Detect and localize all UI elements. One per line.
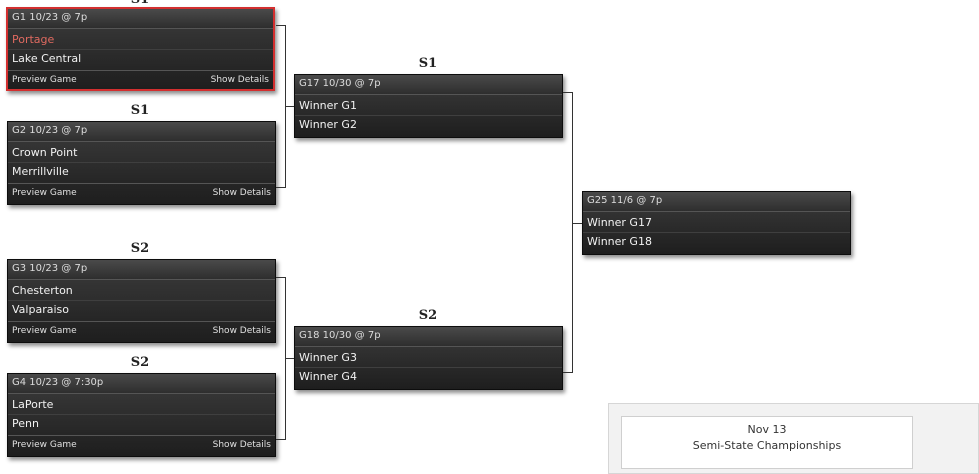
connector-line — [285, 358, 294, 359]
championship-panel: Nov 13 Semi-State Championships — [608, 403, 979, 474]
connector-line — [572, 92, 573, 373]
section-label-g17: S1 — [418, 56, 438, 71]
game-header-g25: G25 11/6 @ 7p — [583, 192, 850, 212]
section-label-g18: S2 — [418, 308, 438, 323]
game-box-g2[interactable]: G2 10/23 @ 7p Crown Point Merrillville P… — [7, 121, 276, 205]
team-winner-g17[interactable]: Winner G17 — [587, 216, 652, 229]
team-winner-g3[interactable]: Winner G3 — [299, 351, 357, 364]
preview-game-link-g4[interactable]: Preview Game — [12, 440, 77, 450]
section-label-g4: S2 — [130, 355, 150, 370]
game-header-g1: G1 10/23 @ 7p — [8, 9, 273, 29]
show-details-link-g1[interactable]: Show Details — [210, 75, 269, 85]
team-penn[interactable]: Penn — [8, 414, 275, 433]
team-lake-central[interactable]: Lake Central — [8, 49, 273, 68]
game-box-g25[interactable]: G25 11/6 @ 7p Winner G17 Winner G18 — [582, 191, 851, 255]
team-winner-g18[interactable]: Winner G18 — [583, 232, 850, 251]
team-portage[interactable]: Portage — [12, 33, 55, 46]
championship-date: Nov 13 — [747, 423, 787, 436]
connector-line — [276, 439, 286, 440]
game-header-g4: G4 10/23 @ 7:30p — [8, 374, 275, 394]
team-laporte[interactable]: LaPorte — [12, 398, 54, 411]
team-winner-g2[interactable]: Winner G2 — [295, 115, 562, 134]
game-header-g18: G18 10/30 @ 7p — [295, 327, 562, 347]
preview-game-link-g3[interactable]: Preview Game — [12, 326, 77, 336]
game-box-g4[interactable]: G4 10/23 @ 7:30p LaPorte Penn Preview Ga… — [7, 373, 276, 457]
section-label-g2: S1 — [130, 103, 150, 118]
preview-game-link-g2[interactable]: Preview Game — [12, 188, 77, 198]
show-details-link-g2[interactable]: Show Details — [212, 188, 271, 198]
connector-line — [276, 25, 286, 26]
connector-line — [276, 277, 286, 278]
team-winner-g4[interactable]: Winner G4 — [295, 367, 562, 386]
connector-line — [572, 223, 582, 224]
team-winner-g1[interactable]: Winner G1 — [299, 99, 357, 112]
game-box-g18[interactable]: G18 10/30 @ 7p Winner G3 Winner G4 — [294, 326, 563, 390]
section-label-g1-partial: S1 — [120, 0, 160, 7]
game-box-g1[interactable]: G1 10/23 @ 7p Portage Lake Central Previ… — [6, 7, 275, 91]
game-header-g2: G2 10/23 @ 7p — [8, 122, 275, 142]
section-label-g3: S2 — [130, 241, 150, 256]
team-crown-point[interactable]: Crown Point — [12, 146, 78, 159]
team-valparaiso[interactable]: Valparaiso — [8, 300, 275, 319]
championship-card: Nov 13 Semi-State Championships — [621, 416, 913, 469]
game-header-g3: G3 10/23 @ 7p — [8, 260, 275, 280]
game-header-g17: G17 10/30 @ 7p — [295, 75, 562, 95]
connector-line — [563, 372, 573, 373]
show-details-link-g3[interactable]: Show Details — [212, 326, 271, 336]
team-merrillville[interactable]: Merrillville — [8, 162, 275, 181]
connector-line — [285, 106, 294, 107]
game-box-g17[interactable]: G17 10/30 @ 7p Winner G1 Winner G2 — [294, 74, 563, 138]
connector-line — [563, 92, 573, 93]
show-details-link-g4[interactable]: Show Details — [212, 440, 271, 450]
championship-title: Semi-State Championships — [692, 439, 842, 452]
connector-line — [276, 187, 286, 188]
team-chesterton[interactable]: Chesterton — [12, 284, 73, 297]
game-box-g3[interactable]: G3 10/23 @ 7p Chesterton Valparaiso Prev… — [7, 259, 276, 343]
preview-game-link-g1[interactable]: Preview Game — [12, 75, 77, 85]
